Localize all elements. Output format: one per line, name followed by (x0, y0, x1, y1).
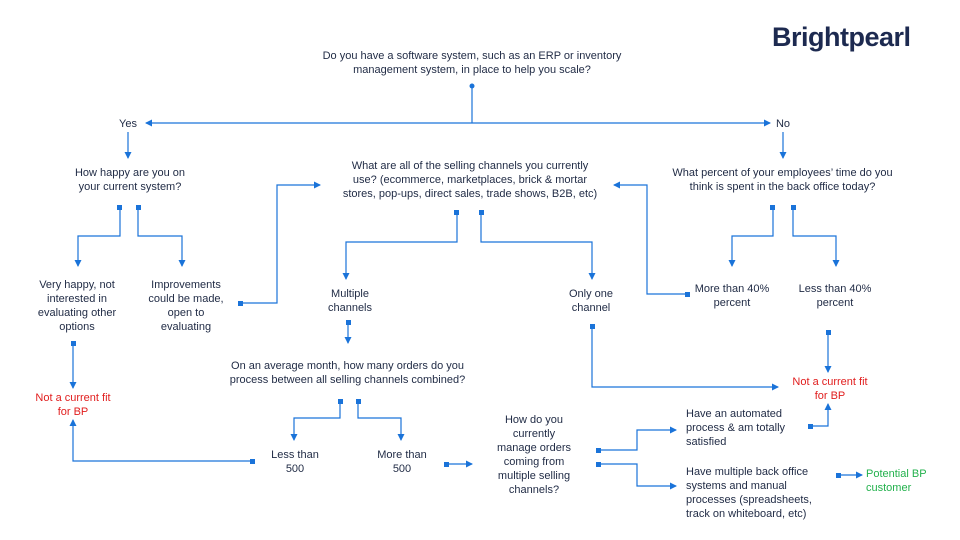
connector-manage-automated (598, 426, 677, 451)
connector-square (596, 448, 601, 453)
outcome-not-fit-right: Not a current fit for BP (792, 376, 868, 402)
connector-square (444, 462, 449, 467)
connector-improvements-channels (240, 181, 321, 304)
connector-square (454, 210, 459, 215)
connector-orders-less500 (290, 401, 341, 441)
question-monthly-orders: On an average month, how many orders do … (229, 360, 466, 386)
connector-channels-onlyone (480, 212, 596, 280)
connector-square (685, 292, 690, 297)
connector-square (71, 341, 76, 346)
connector-square (117, 205, 122, 210)
answer-yes: Yes (119, 118, 137, 130)
connector-happy-veryhappy (74, 207, 121, 267)
connector-manage-backoffice (598, 463, 677, 490)
brightpearl-logo: Brightpearl (772, 22, 911, 52)
question-back-office-percent: What percent of your employees’ time do … (672, 167, 893, 193)
connector-square (356, 399, 361, 404)
connector-square (808, 424, 813, 429)
connector-square (836, 473, 841, 478)
connector-orders-more500 (357, 401, 405, 441)
question-how-happy: How happy are you on your current system… (74, 167, 186, 193)
connector-square (590, 324, 595, 329)
connector-percent-more40 (728, 207, 774, 267)
outcome-not-fit-left: Not a current fit for BP (35, 392, 111, 418)
connector-square (826, 330, 831, 335)
answer-improvements: Improvements could be made, open to eval… (148, 279, 224, 333)
connector-channels-multiple (342, 212, 458, 280)
answer-less-than-500: Less than 500 (271, 449, 319, 475)
answer-very-happy: Very happy, not interested in evaluating… (37, 279, 117, 333)
connector-more40-channels (613, 181, 687, 295)
connector-onlyone-notfit (591, 326, 779, 391)
answer-more-than-500: More than 500 (377, 449, 427, 475)
answer-multiple-channels: Multiple channels (327, 288, 373, 314)
question-manage-orders: How do you currently manage orders comin… (497, 414, 571, 496)
connector-square (346, 320, 351, 325)
answer-more-than-40: More than 40% percent (694, 283, 770, 309)
connector-square (250, 459, 255, 464)
connector-automated-notfit (810, 403, 832, 427)
question-selling-channels: What are all of the selling channels you… (342, 160, 598, 200)
connector-square (479, 210, 484, 215)
answer-no: No (775, 118, 791, 130)
connector-square (770, 205, 775, 210)
connector-happy-improvements (137, 207, 186, 267)
connector-square (136, 205, 141, 210)
connector-square (238, 301, 243, 306)
question-software-system: Do you have a software system, such as a… (322, 50, 622, 76)
connector-square (791, 205, 796, 210)
outcome-potential-customer: Potential BP customer (866, 468, 927, 494)
connector-square (338, 399, 343, 404)
connector-less500-notfit (69, 419, 252, 462)
answer-multiple-back-office: Have multiple back office systems and ma… (686, 466, 812, 520)
answer-automated-process: Have an automated process & am totally s… (686, 408, 786, 448)
connector-square (596, 462, 601, 467)
connector-percent-less40 (792, 207, 840, 267)
answer-less-than-40: Less than 40% percent (798, 283, 872, 309)
connector-dot (469, 83, 475, 89)
answer-only-one-channel: Only one channel (568, 288, 614, 314)
